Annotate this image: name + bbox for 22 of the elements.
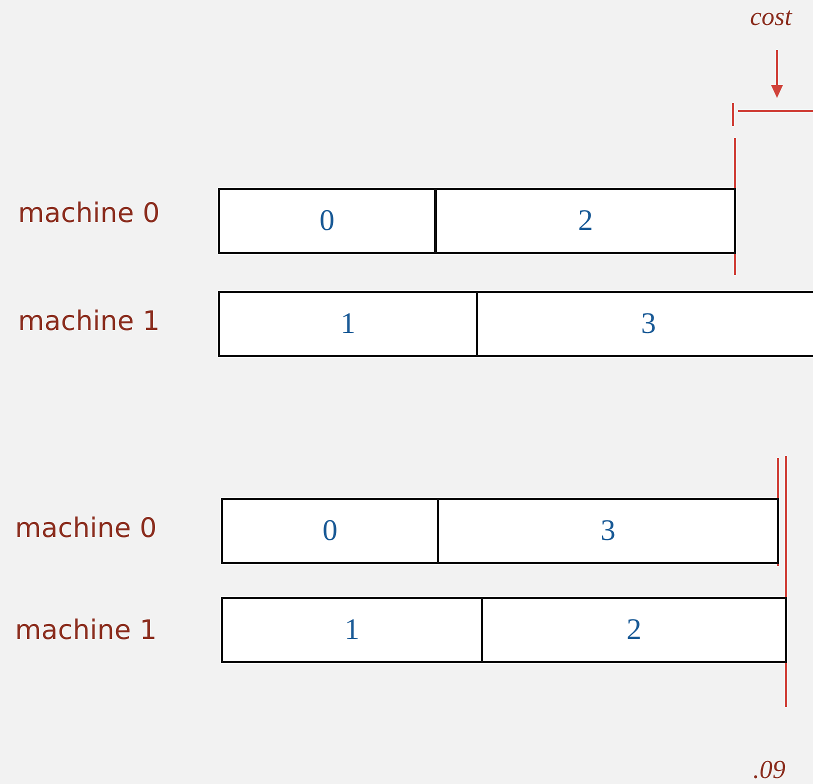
job-bar — [221, 597, 483, 663]
job-bar — [476, 291, 813, 357]
job-number: 2 — [626, 615, 642, 645]
job-bar — [437, 498, 779, 564]
job-number: 1 — [344, 615, 360, 645]
job-bar — [481, 597, 787, 663]
job-number: 3 — [600, 516, 616, 546]
job-number: 0 — [322, 516, 338, 546]
job-number: 3 — [641, 309, 656, 339]
machine-label: machine 1 — [15, 615, 157, 646]
machine-label: machine 0 — [15, 513, 157, 544]
job-number: 2 — [578, 206, 593, 236]
job-number: 0 — [320, 206, 334, 236]
job-bar — [221, 498, 439, 564]
machine-label: machine 0 — [18, 198, 160, 229]
dimension-label: cost — [750, 2, 792, 32]
value-label: .09 — [753, 755, 786, 784]
job-bar — [435, 188, 736, 254]
machine-label: machine 1 — [18, 306, 160, 337]
job-bar — [218, 188, 436, 254]
job-number: 1 — [340, 309, 356, 339]
job-bar — [218, 291, 478, 357]
